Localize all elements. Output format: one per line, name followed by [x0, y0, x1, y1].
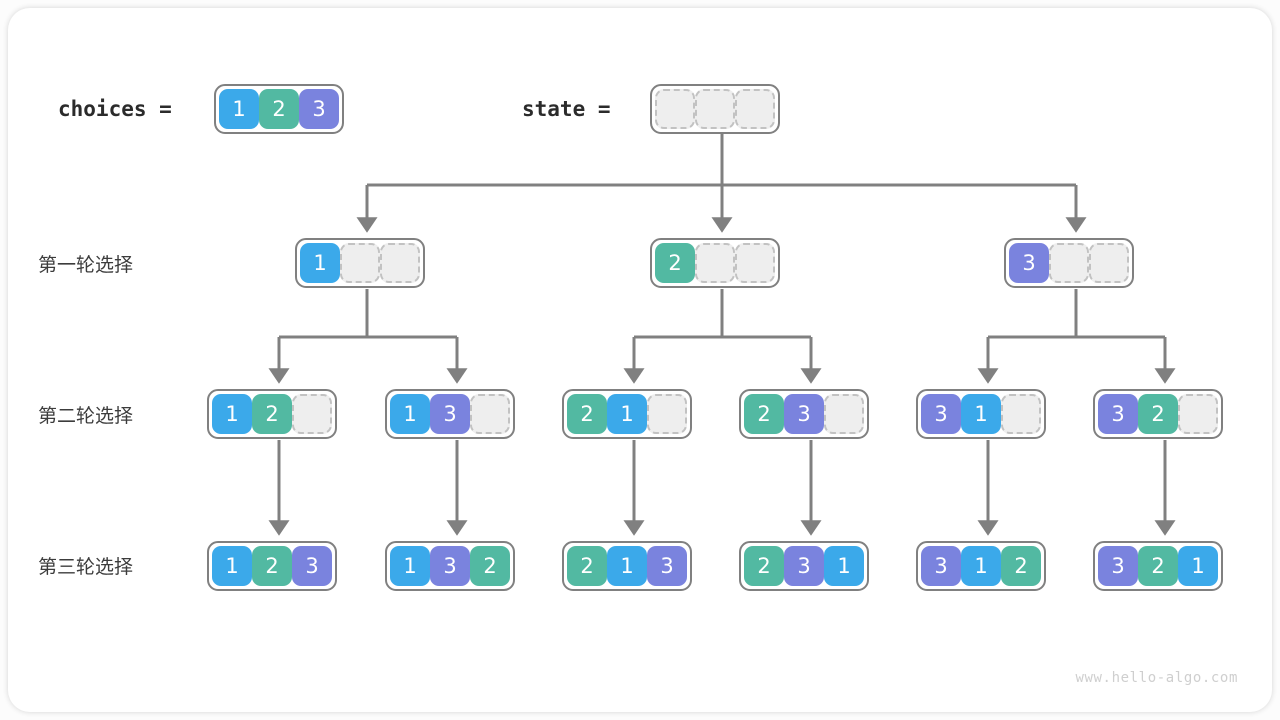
round1-node-1-cell-3	[380, 243, 420, 283]
row-label-round1: 第一轮选择	[38, 254, 134, 276]
round2-node-1-cell-2: 2	[252, 394, 292, 434]
round2-node-2-cell-1: 1	[390, 394, 430, 434]
round2-node-2-cell-2: 3	[430, 394, 470, 434]
state-label: state =	[522, 97, 611, 121]
card-frame	[8, 8, 1272, 712]
round1-node-1: 1	[295, 238, 425, 288]
round1-node-3-cell-2	[1049, 243, 1089, 283]
round2-node-3-cell-3	[647, 394, 687, 434]
round2-node-2-cell-3	[470, 394, 510, 434]
watermark: www.hello-algo.com	[1075, 670, 1238, 686]
round2-node-1-cell-3	[292, 394, 332, 434]
round3-node-2-cell-3: 2	[470, 546, 510, 586]
state-array	[650, 84, 780, 134]
row-label-round3: 第三轮选择	[38, 556, 134, 578]
round3-node-2-cell-1: 1	[390, 546, 430, 586]
round1-node-2-cell-2	[695, 243, 735, 283]
round2-node-1-cell-1: 1	[212, 394, 252, 434]
choices-cell-2: 2	[259, 89, 299, 129]
choices-cell-3: 3	[299, 89, 339, 129]
round2-node-5-cell-1: 3	[921, 394, 961, 434]
round2-node-5-cell-3	[1001, 394, 1041, 434]
round3-node-2-cell-2: 3	[430, 546, 470, 586]
round1-node-1-cell-2	[340, 243, 380, 283]
round3-node-6-cell-1: 3	[1098, 546, 1138, 586]
round3-node-1-cell-3: 3	[292, 546, 332, 586]
round1-node-3-cell-3	[1089, 243, 1129, 283]
state-cell-3	[735, 89, 775, 129]
round1-node-2-cell-1: 2	[655, 243, 695, 283]
round2-node-3-cell-2: 1	[607, 394, 647, 434]
round3-node-1-cell-2: 2	[252, 546, 292, 586]
round2-node-6-cell-2: 2	[1138, 394, 1178, 434]
round1-node-2-cell-3	[735, 243, 775, 283]
round2-node-3-cell-1: 2	[567, 394, 607, 434]
round3-node-4-cell-1: 2	[744, 546, 784, 586]
choices-label: choices =	[58, 97, 172, 121]
round3-node-6-cell-3: 1	[1178, 546, 1218, 586]
round1-node-2: 2	[650, 238, 780, 288]
round2-node-4-cell-3	[824, 394, 864, 434]
round3-node-1-cell-1: 1	[212, 546, 252, 586]
state-cell-1	[655, 89, 695, 129]
round1-node-1-cell-1: 1	[300, 243, 340, 283]
round3-node-4-cell-2: 3	[784, 546, 824, 586]
round3-node-5-cell-2: 1	[961, 546, 1001, 586]
round3-node-5-cell-3: 2	[1001, 546, 1041, 586]
round1-node-3-cell-1: 3	[1009, 243, 1049, 283]
state-cell-2	[695, 89, 735, 129]
round3-node-3-cell-1: 2	[567, 546, 607, 586]
round3-node-3-cell-3: 3	[647, 546, 687, 586]
round3-node-5-cell-1: 3	[921, 546, 961, 586]
choices-cell-1: 1	[219, 89, 259, 129]
round3-node-3-cell-2: 1	[607, 546, 647, 586]
round1-node-3: 3	[1004, 238, 1134, 288]
row-label-round2: 第二轮选择	[38, 405, 134, 427]
round3-node-6-cell-2: 2	[1138, 546, 1178, 586]
round2-node-6-cell-1: 3	[1098, 394, 1138, 434]
round2-node-4-cell-1: 2	[744, 394, 784, 434]
round3-node-4-cell-3: 1	[824, 546, 864, 586]
round2-node-4-cell-2: 3	[784, 394, 824, 434]
round2-node-5-cell-2: 1	[961, 394, 1001, 434]
round2-node-6-cell-3	[1178, 394, 1218, 434]
